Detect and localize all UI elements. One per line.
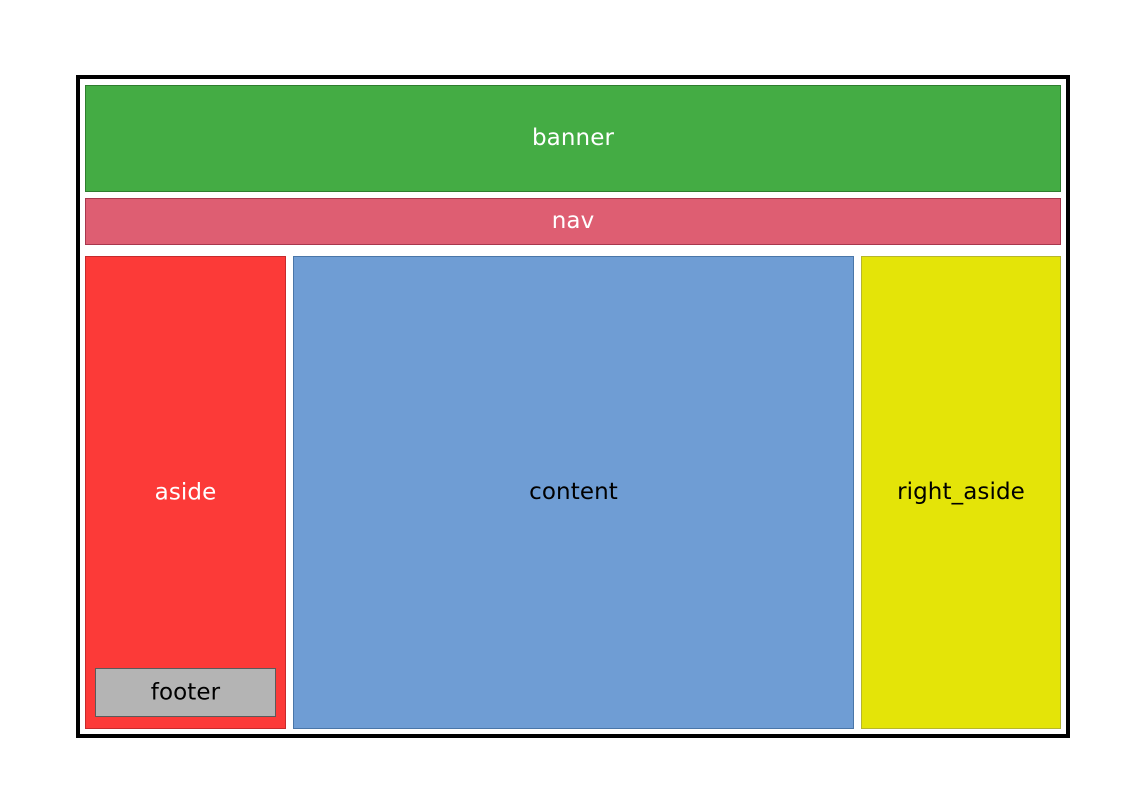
region-nav-label: nav (551, 208, 595, 234)
region-banner[interactable]: banner (85, 85, 1061, 192)
region-nav[interactable]: nav (85, 198, 1061, 245)
region-footer[interactable]: footer (95, 668, 276, 717)
region-right-aside-label: right_aside (897, 479, 1025, 505)
region-aside-label: aside (154, 479, 217, 505)
region-aside[interactable]: aside footer (85, 256, 286, 729)
region-banner-label: banner (531, 125, 615, 151)
region-right-aside[interactable]: right_aside (861, 256, 1061, 729)
region-footer-label: footer (150, 679, 221, 705)
page-layout-frame: banner nav aside footer content right_as… (76, 75, 1070, 738)
region-content[interactable]: content (293, 256, 854, 729)
region-content-label: content (529, 479, 618, 505)
